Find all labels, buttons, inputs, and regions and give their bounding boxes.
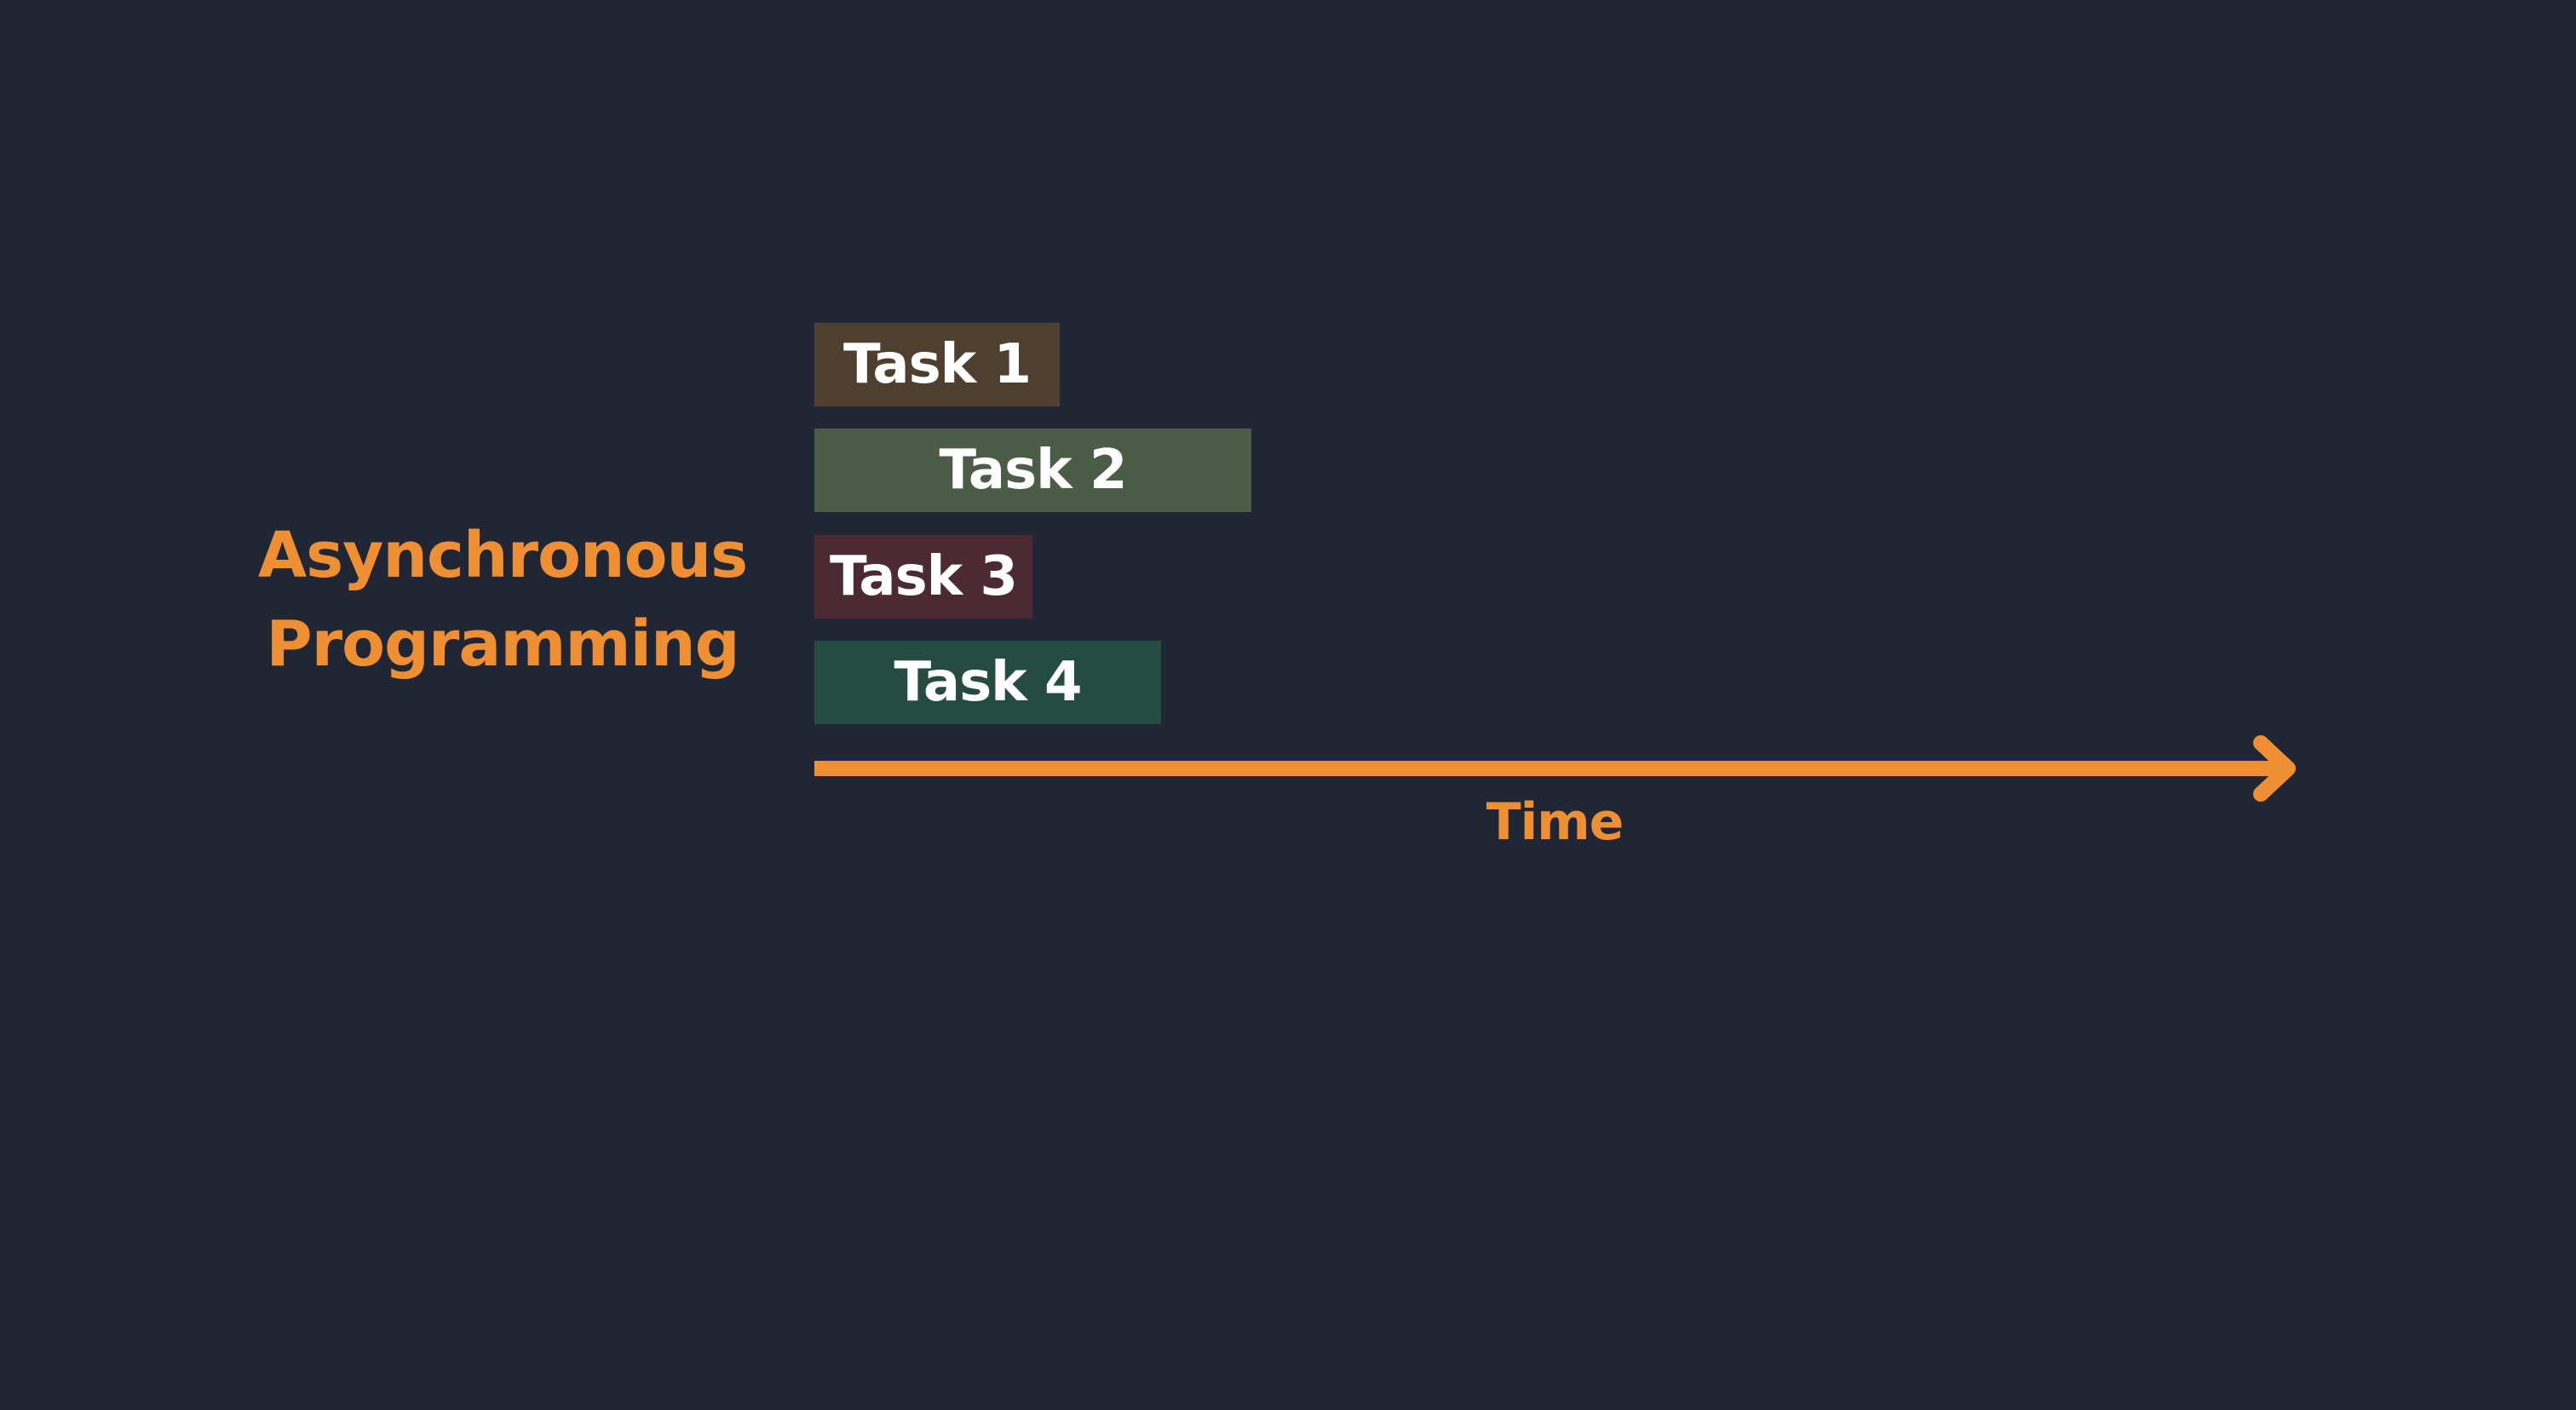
task-label-3: Task 3: [829, 545, 1018, 608]
task-bar-2: Task 2: [814, 429, 1251, 512]
title-line-1: Asynchronous: [257, 519, 748, 592]
task-bar-4: Task 4: [814, 641, 1161, 724]
task-label-1: Task 1: [842, 333, 1032, 396]
title-line-2: Programming: [266, 607, 739, 681]
task-label-4: Task 4: [894, 651, 1082, 714]
task-bar-1: Task 1: [814, 323, 1060, 406]
task-label-2: Task 2: [939, 439, 1127, 502]
arrow-head-icon: [2253, 735, 2296, 802]
task-bar-3: Task 3: [814, 535, 1032, 619]
diagram-title: Asynchronous Programming: [170, 511, 835, 688]
time-axis-label: Time: [1486, 792, 1624, 852]
